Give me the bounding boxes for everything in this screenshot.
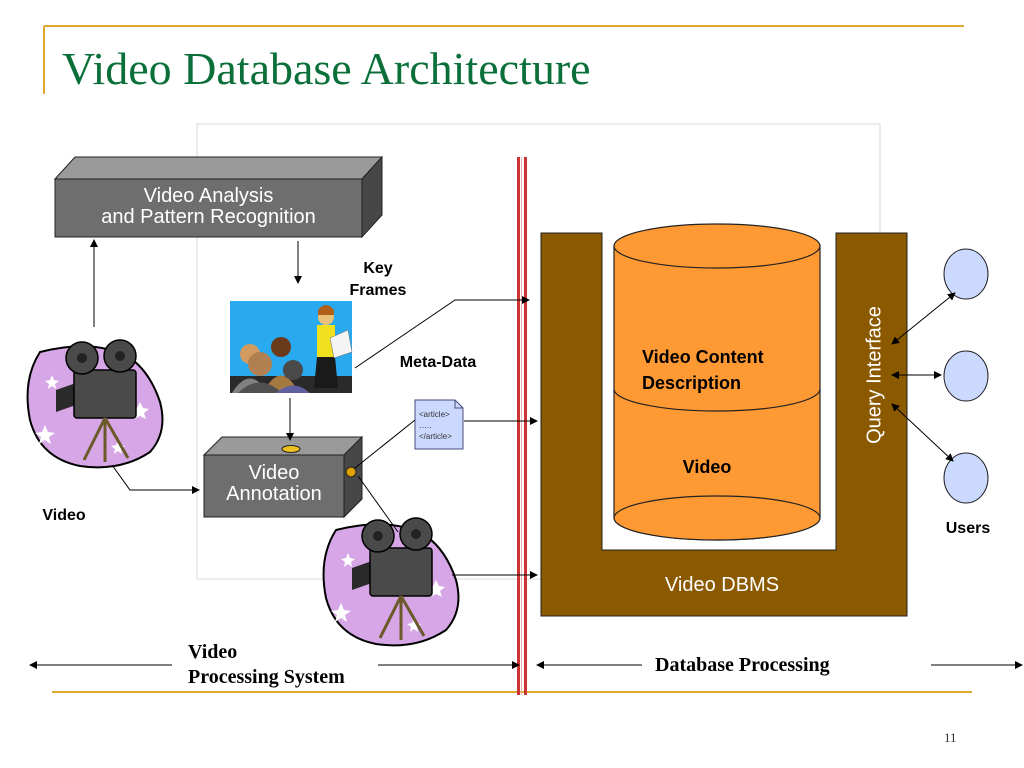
footer-left-line1: Video	[188, 641, 238, 663]
user-circle-1	[943, 248, 989, 300]
video-annotation-line1: Video	[248, 462, 300, 484]
line-annotation-to-document	[354, 419, 416, 469]
arrow-video-to-annotation	[111, 464, 200, 494]
video-annotation-line2: Annotation	[226, 483, 322, 505]
meta-data-label: Meta-Data	[399, 354, 477, 371]
arrow-keyframes-to-dbms	[354, 296, 530, 369]
camera-icon-left	[26, 339, 164, 469]
query-interface-label: Query Interface	[863, 306, 886, 444]
page-number: 11	[944, 730, 957, 745]
video-analysis-label: Video Analysis and Pattern Recognition	[55, 186, 362, 228]
metadata-document	[414, 399, 464, 450]
video-content-line2: Description	[642, 373, 742, 394]
video-store-label: Video	[682, 457, 732, 477]
key-frames-image	[230, 301, 353, 393]
video-content-line1: Video Content	[642, 347, 764, 367]
video-analysis-box	[53, 155, 384, 239]
arrow-query-user-3	[891, 403, 954, 462]
users-label: Users	[945, 520, 991, 537]
footer-left-line2: Processing System	[188, 666, 345, 688]
key-frames-line1: Key	[363, 260, 393, 277]
key-frames-line2: Frames	[349, 281, 407, 299]
database-cylinder	[613, 223, 821, 541]
key-frames-label: Key Frames	[338, 258, 418, 301]
video-processing-system-label: Video Processing System	[188, 640, 345, 690]
camera-icon-bottom	[322, 517, 460, 647]
video-annotation-label: Video Annotation	[204, 463, 344, 505]
arrow-query-user-1	[891, 292, 956, 345]
video-dbms-label: Video DBMS	[664, 574, 780, 596]
output-port	[345, 466, 357, 478]
input-slot	[281, 445, 301, 453]
video-dbms-container	[540, 232, 908, 617]
top-accent-line	[43, 25, 964, 94]
video-content-description-label: Video Content Description	[642, 344, 764, 396]
video-input-label: Video	[42, 507, 86, 524]
user-circle-2	[943, 350, 989, 402]
system-divider	[517, 157, 527, 695]
slide-title: Video Database Architecture	[62, 43, 591, 94]
database-processing-label: Database Processing	[655, 654, 830, 676]
user-circle-3	[943, 452, 989, 504]
document-line2: …..	[419, 421, 432, 430]
video-annotation-box	[202, 435, 364, 519]
metadata-document-text: <article> ….. </article>	[419, 409, 452, 442]
video-analysis-line2: and Pattern Recognition	[101, 206, 316, 228]
video-analysis-line1: Video Analysis	[143, 185, 274, 207]
line-annotation-to-camera	[357, 475, 399, 533]
document-line3: </article>	[419, 432, 452, 441]
document-line1: <article>	[419, 410, 450, 419]
